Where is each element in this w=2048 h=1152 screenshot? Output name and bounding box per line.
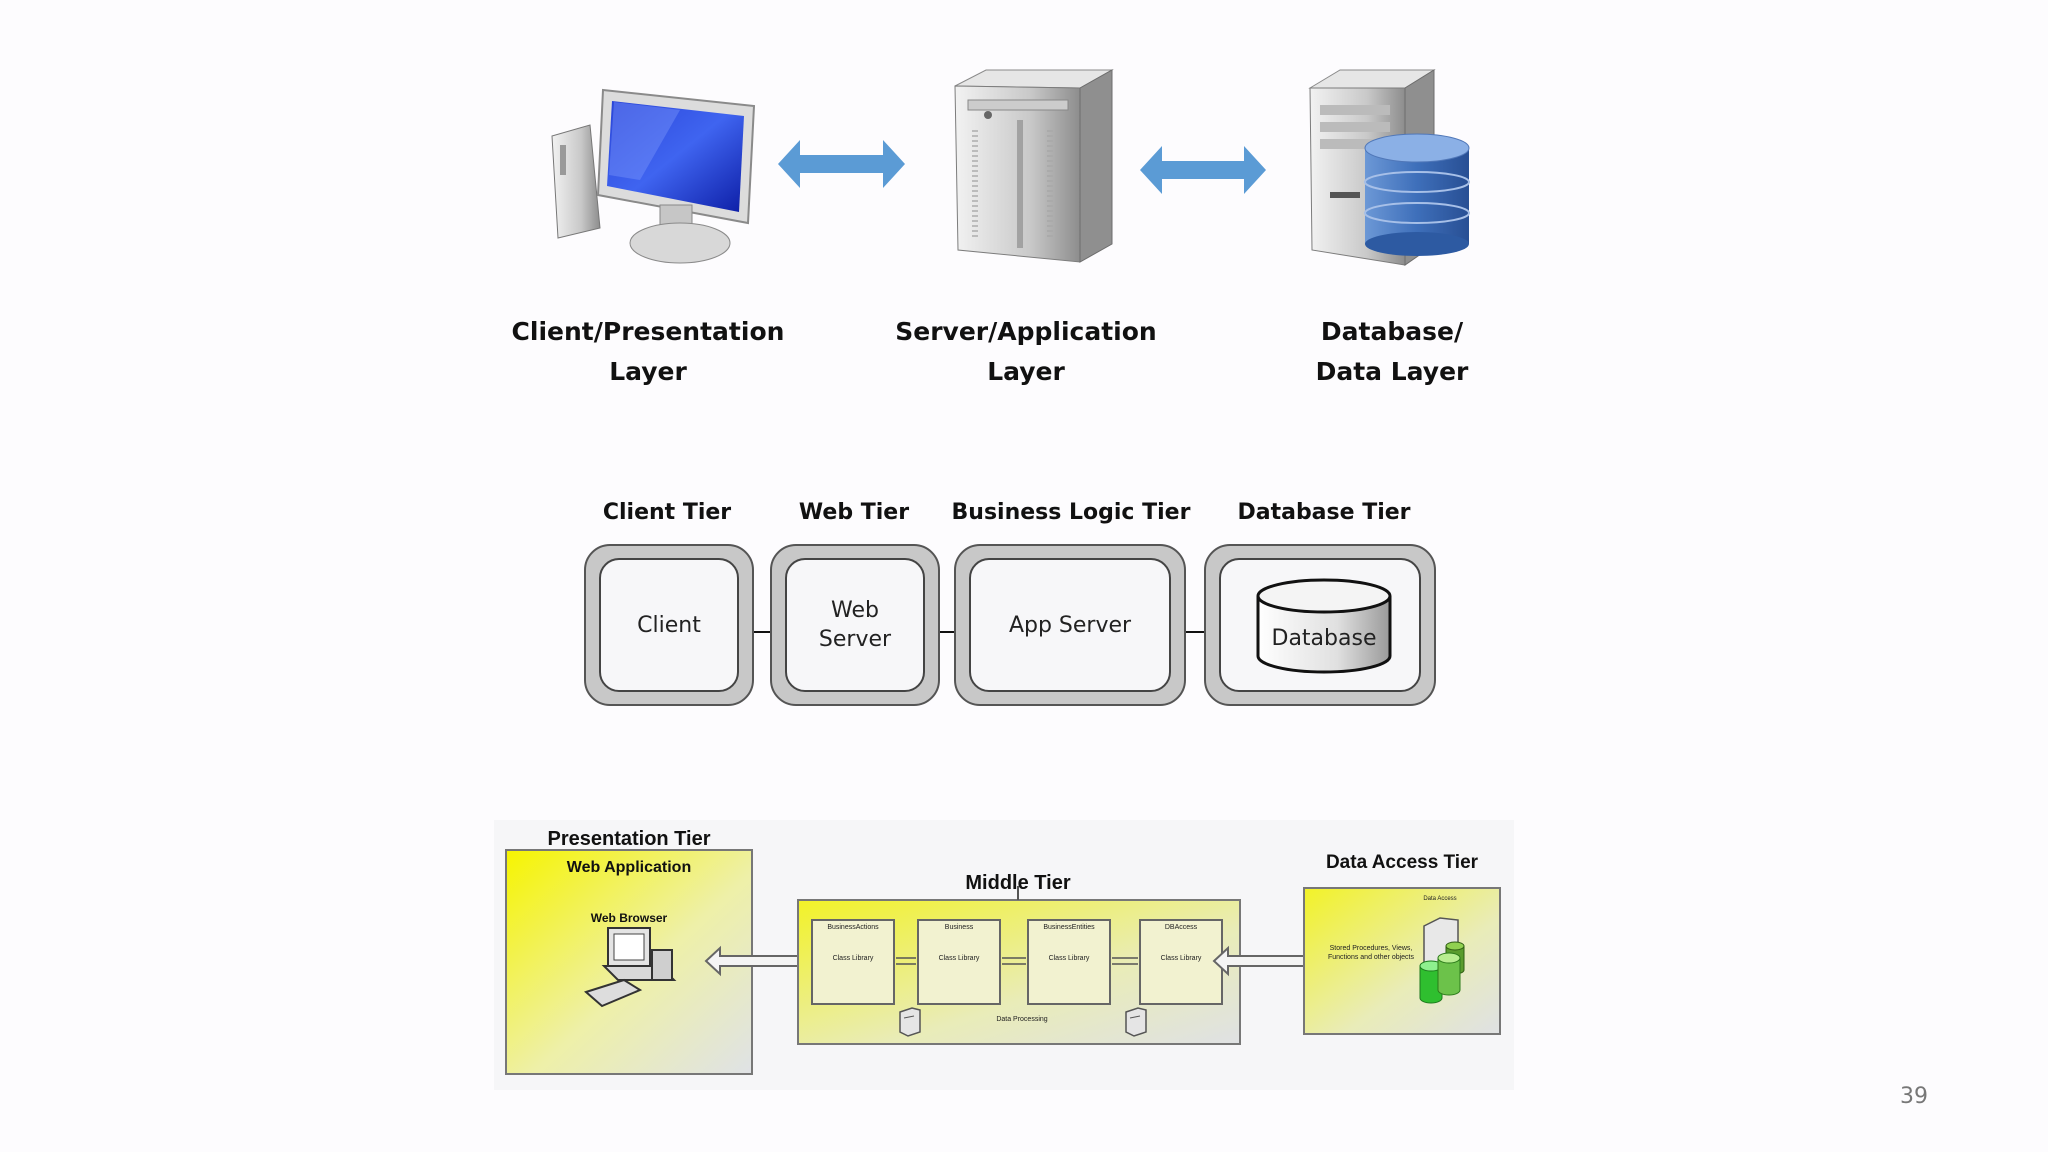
component-name: BusinessActions [827, 924, 879, 931]
data-server-icon [1419, 917, 1465, 1004]
database-cylinder-overlay [1256, 578, 1392, 674]
tower-server-icon [954, 69, 1114, 263]
web-tier-box: Web Server [770, 544, 940, 706]
web-browser-label: Web Browser [590, 911, 668, 925]
data-processing-label: Data Processing [996, 1016, 1048, 1023]
data-access-tier-box [1303, 887, 1501, 1035]
web-server-node: Web Server [785, 558, 925, 692]
tier-header-business-logic: Business Logic Tier [951, 500, 1191, 525]
node-label: Client [637, 612, 701, 638]
tier-header-database: Database Tier [1237, 500, 1411, 525]
label-line: Database/ [1320, 317, 1464, 346]
stored-procedures-label: Stored Procedures, Views, Functions and … [1328, 945, 1414, 961]
client-node: Client [599, 558, 739, 692]
component-type: Class Library [1048, 955, 1090, 962]
label-line: Layer [609, 357, 687, 386]
label-line: Data Layer [1315, 357, 1469, 386]
component-name: Business [944, 924, 974, 931]
mini-server-icon [899, 1007, 921, 1037]
pc-icon [584, 927, 677, 1008]
node-label: Server [818, 627, 892, 652]
page-number: 39 [1900, 1084, 1928, 1109]
label-line: Server/Application [895, 317, 1157, 346]
tier-header-web: Web Tier [798, 500, 910, 525]
node-label: App Server [1008, 612, 1132, 638]
double-arrow-icon [1140, 146, 1266, 194]
client-tier-box: Client [584, 544, 754, 706]
database-data-layer-label: Database/ Data Layer [1242, 312, 1542, 392]
double-arrow-icon [778, 140, 905, 188]
component-box [811, 919, 895, 1005]
component-box [1027, 919, 1111, 1005]
component-type: Class Library [1160, 955, 1202, 962]
component-box [1139, 919, 1223, 1005]
component-type: Class Library [832, 955, 874, 962]
component-name: BusinessEntities [1043, 924, 1095, 931]
data-access-label: Data Access [1423, 896, 1457, 902]
business-logic-tier-box: App Server [954, 544, 1186, 706]
middle-tier-title: Middle Tier [965, 872, 1071, 894]
web-application-label: Web Application [566, 859, 692, 876]
component-name: DBAccess [1164, 924, 1198, 931]
label-line: Client/Presentation [511, 317, 785, 346]
tier-header-client: Client Tier [602, 500, 732, 525]
presentation-tier-title: Presentation Tier [547, 828, 711, 850]
database-label-overlay: Database [1271, 626, 1377, 651]
component-type: Class Library [938, 955, 980, 962]
component-box [917, 919, 1001, 1005]
server-application-layer-label: Server/Application Layer [876, 312, 1176, 392]
app-server-node: App Server [969, 558, 1171, 692]
data-access-tier-title: Data Access Tier [1325, 852, 1479, 873]
database-server-icon [1308, 69, 1470, 266]
node-label: Web [831, 598, 879, 623]
component-connectors [896, 957, 1138, 965]
label-line: Layer [987, 357, 1065, 386]
desktop-computer-icon [551, 88, 756, 264]
client-presentation-layer-label: Client/Presentation Layer [498, 312, 798, 392]
mini-server-icon [1125, 1007, 1147, 1037]
